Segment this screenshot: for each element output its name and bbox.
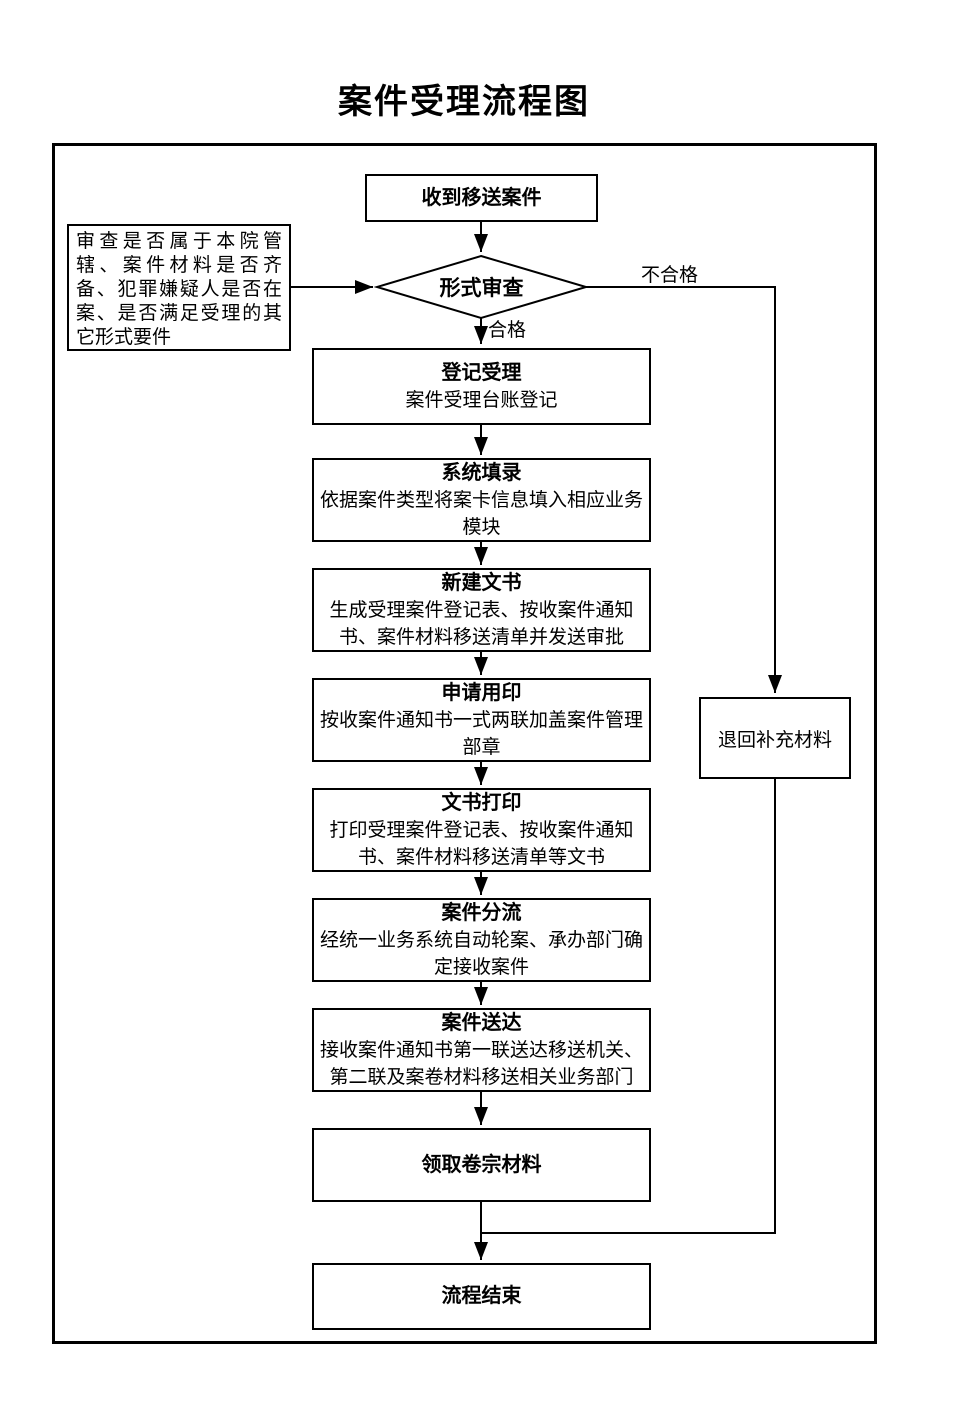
step-title: 案件送达 bbox=[441, 1011, 522, 1034]
node-step-collect-files: 领取卷宗材料 bbox=[312, 1128, 651, 1202]
step-title: 文书打印 bbox=[441, 791, 522, 814]
step-title: 系统填录 bbox=[441, 461, 522, 484]
node-decision-label: 形式审查 bbox=[439, 277, 524, 300]
step-title: 流程结束 bbox=[441, 1285, 522, 1307]
label-pass: 合格 bbox=[488, 320, 527, 341]
node-step-print-document: 文书打印 打印受理案件登记表、按收案件通知书、案件材料移送清单等文书 bbox=[312, 788, 651, 872]
node-step-system-entry: 系统填录 依据案件类型将案卡信息填入相应业务模块 bbox=[312, 458, 651, 542]
start-label: 收到移送案件 bbox=[421, 186, 542, 209]
step-desc: 打印受理案件登记表、按收案件通知书、案件材料移送清单等文书 bbox=[329, 819, 634, 868]
step-desc: 按收案件通知书一式两联加盖案件管理部章 bbox=[319, 709, 643, 758]
label-fail: 不合格 bbox=[641, 265, 699, 286]
node-step-new-document: 新建文书 生成受理案件登记表、按收案件通知书、案件材料移送清单并发送审批 bbox=[312, 568, 651, 652]
step-desc: 接收案件通知书第一联送达移送机关、第二联及案卷材料移送相关业务部门 bbox=[319, 1039, 643, 1088]
node-step-apply-seal: 申请用印 按收案件通知书一式两联加盖案件管理部章 bbox=[312, 678, 651, 762]
node-start: 收到移送案件 bbox=[365, 174, 598, 222]
node-review-note: 审查是否属于本院管辖、案件材料是否齐备、犯罪嫌疑人是否在案、是否满足受理的其它形… bbox=[67, 224, 291, 351]
step-desc: 生成受理案件登记表、按收案件通知书、案件材料移送清单并发送审批 bbox=[329, 599, 634, 648]
step-desc: 依据案件类型将案卡信息填入相应业务模块 bbox=[319, 489, 643, 538]
node-end: 流程结束 bbox=[312, 1263, 651, 1330]
edge-fail-path bbox=[586, 286, 782, 693]
step-title: 案件分流 bbox=[441, 901, 522, 924]
step-desc: 经统一业务系统自动轮案、承办部门确定接收案件 bbox=[319, 929, 643, 978]
step-title: 申请用印 bbox=[441, 681, 522, 704]
review-note-text: 审查是否属于本院管辖、案件材料是否齐备、犯罪嫌疑人是否在案、是否满足受理的其它形… bbox=[76, 231, 282, 348]
node-step-register: 登记受理 案件受理台账登记 bbox=[312, 348, 651, 425]
node-step-case-delivery: 案件送达 接收案件通知书第一联送达移送机关、第二联及案卷材料移送相关业务部门 bbox=[312, 1008, 651, 1092]
edge-return-path bbox=[482, 779, 776, 1234]
step-title: 新建文书 bbox=[441, 571, 522, 594]
flowchart-border bbox=[52, 143, 877, 1344]
decision-diamond bbox=[373, 254, 590, 320]
step-title: 登记受理 bbox=[441, 361, 522, 384]
step-title: 领取卷宗材料 bbox=[421, 1153, 542, 1176]
node-return-supplement: 退回补充材料 bbox=[699, 697, 851, 779]
return-label: 退回补充材料 bbox=[717, 729, 832, 751]
node-step-case-routing: 案件分流 经统一业务系统自动轮案、承办部门确定接收案件 bbox=[312, 898, 651, 982]
page-title: 案件受理流程图 bbox=[338, 83, 590, 121]
step-desc: 案件受理台账登记 bbox=[405, 389, 558, 411]
